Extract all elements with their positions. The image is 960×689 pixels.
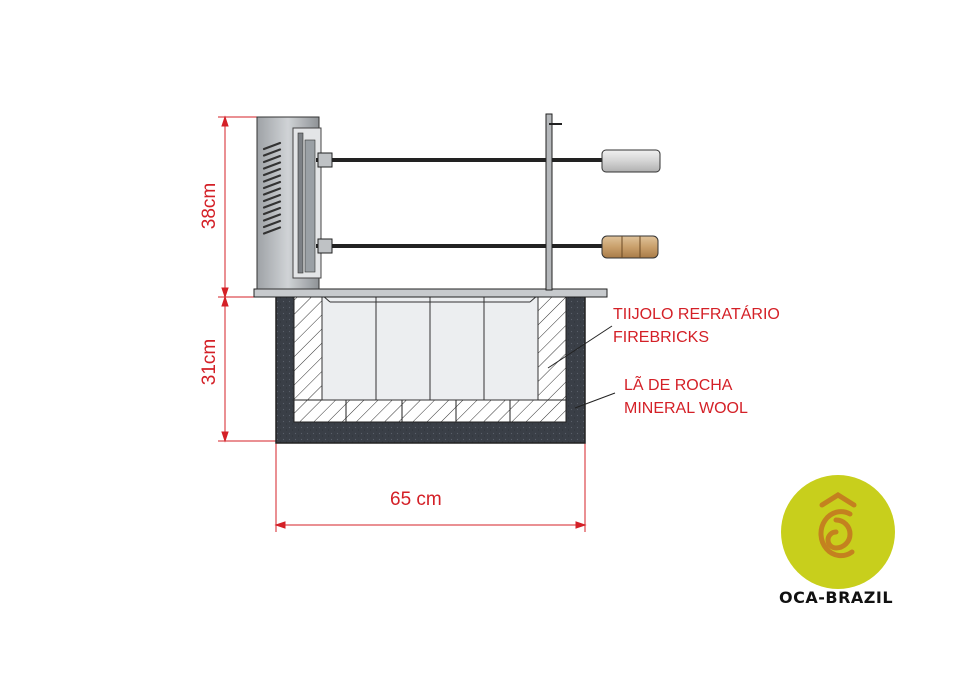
skewers	[316, 113, 605, 291]
skewer-handle-bottom	[601, 235, 659, 259]
vent-slot	[262, 213, 282, 222]
oca-brazil-logo	[781, 475, 895, 589]
vent-slot	[262, 219, 282, 229]
vent-slot	[262, 193, 282, 203]
firebrick-walls	[293, 291, 567, 423]
vent-slot	[262, 154, 282, 164]
dimension-lines	[218, 115, 587, 532]
vent-slot	[262, 161, 282, 170]
motor-housing	[256, 116, 322, 290]
label-firebricks-pt: TIIJOLO REFRATÁRIO	[613, 306, 780, 323]
firebox-interior	[321, 294, 539, 401]
vent-slot	[262, 200, 282, 209]
vent-slot	[262, 148, 282, 157]
vent-slot	[262, 167, 282, 177]
label-wool-pt: LÃ DE ROCHA	[624, 377, 733, 394]
vent-slot	[262, 141, 282, 151]
dimension-width: 65 cm	[390, 489, 442, 510]
vent-slot	[262, 174, 282, 183]
skewer-handle-top	[601, 149, 661, 173]
leader-lines	[547, 325, 616, 409]
vent-slot	[262, 187, 282, 196]
vent-slot	[262, 226, 282, 235]
dimension-height-top: 38cm	[199, 182, 220, 230]
dimension-height-bottom: 31cm	[199, 338, 220, 386]
label-wool-en: MINERAL WOOL	[624, 400, 748, 417]
vent-slot	[262, 180, 282, 190]
brand-name: OCA-BRAZIL	[779, 588, 894, 607]
top-ledge	[253, 288, 608, 298]
label-firebricks-en: FIREBRICKS	[613, 329, 710, 346]
vent-slot	[262, 206, 282, 216]
